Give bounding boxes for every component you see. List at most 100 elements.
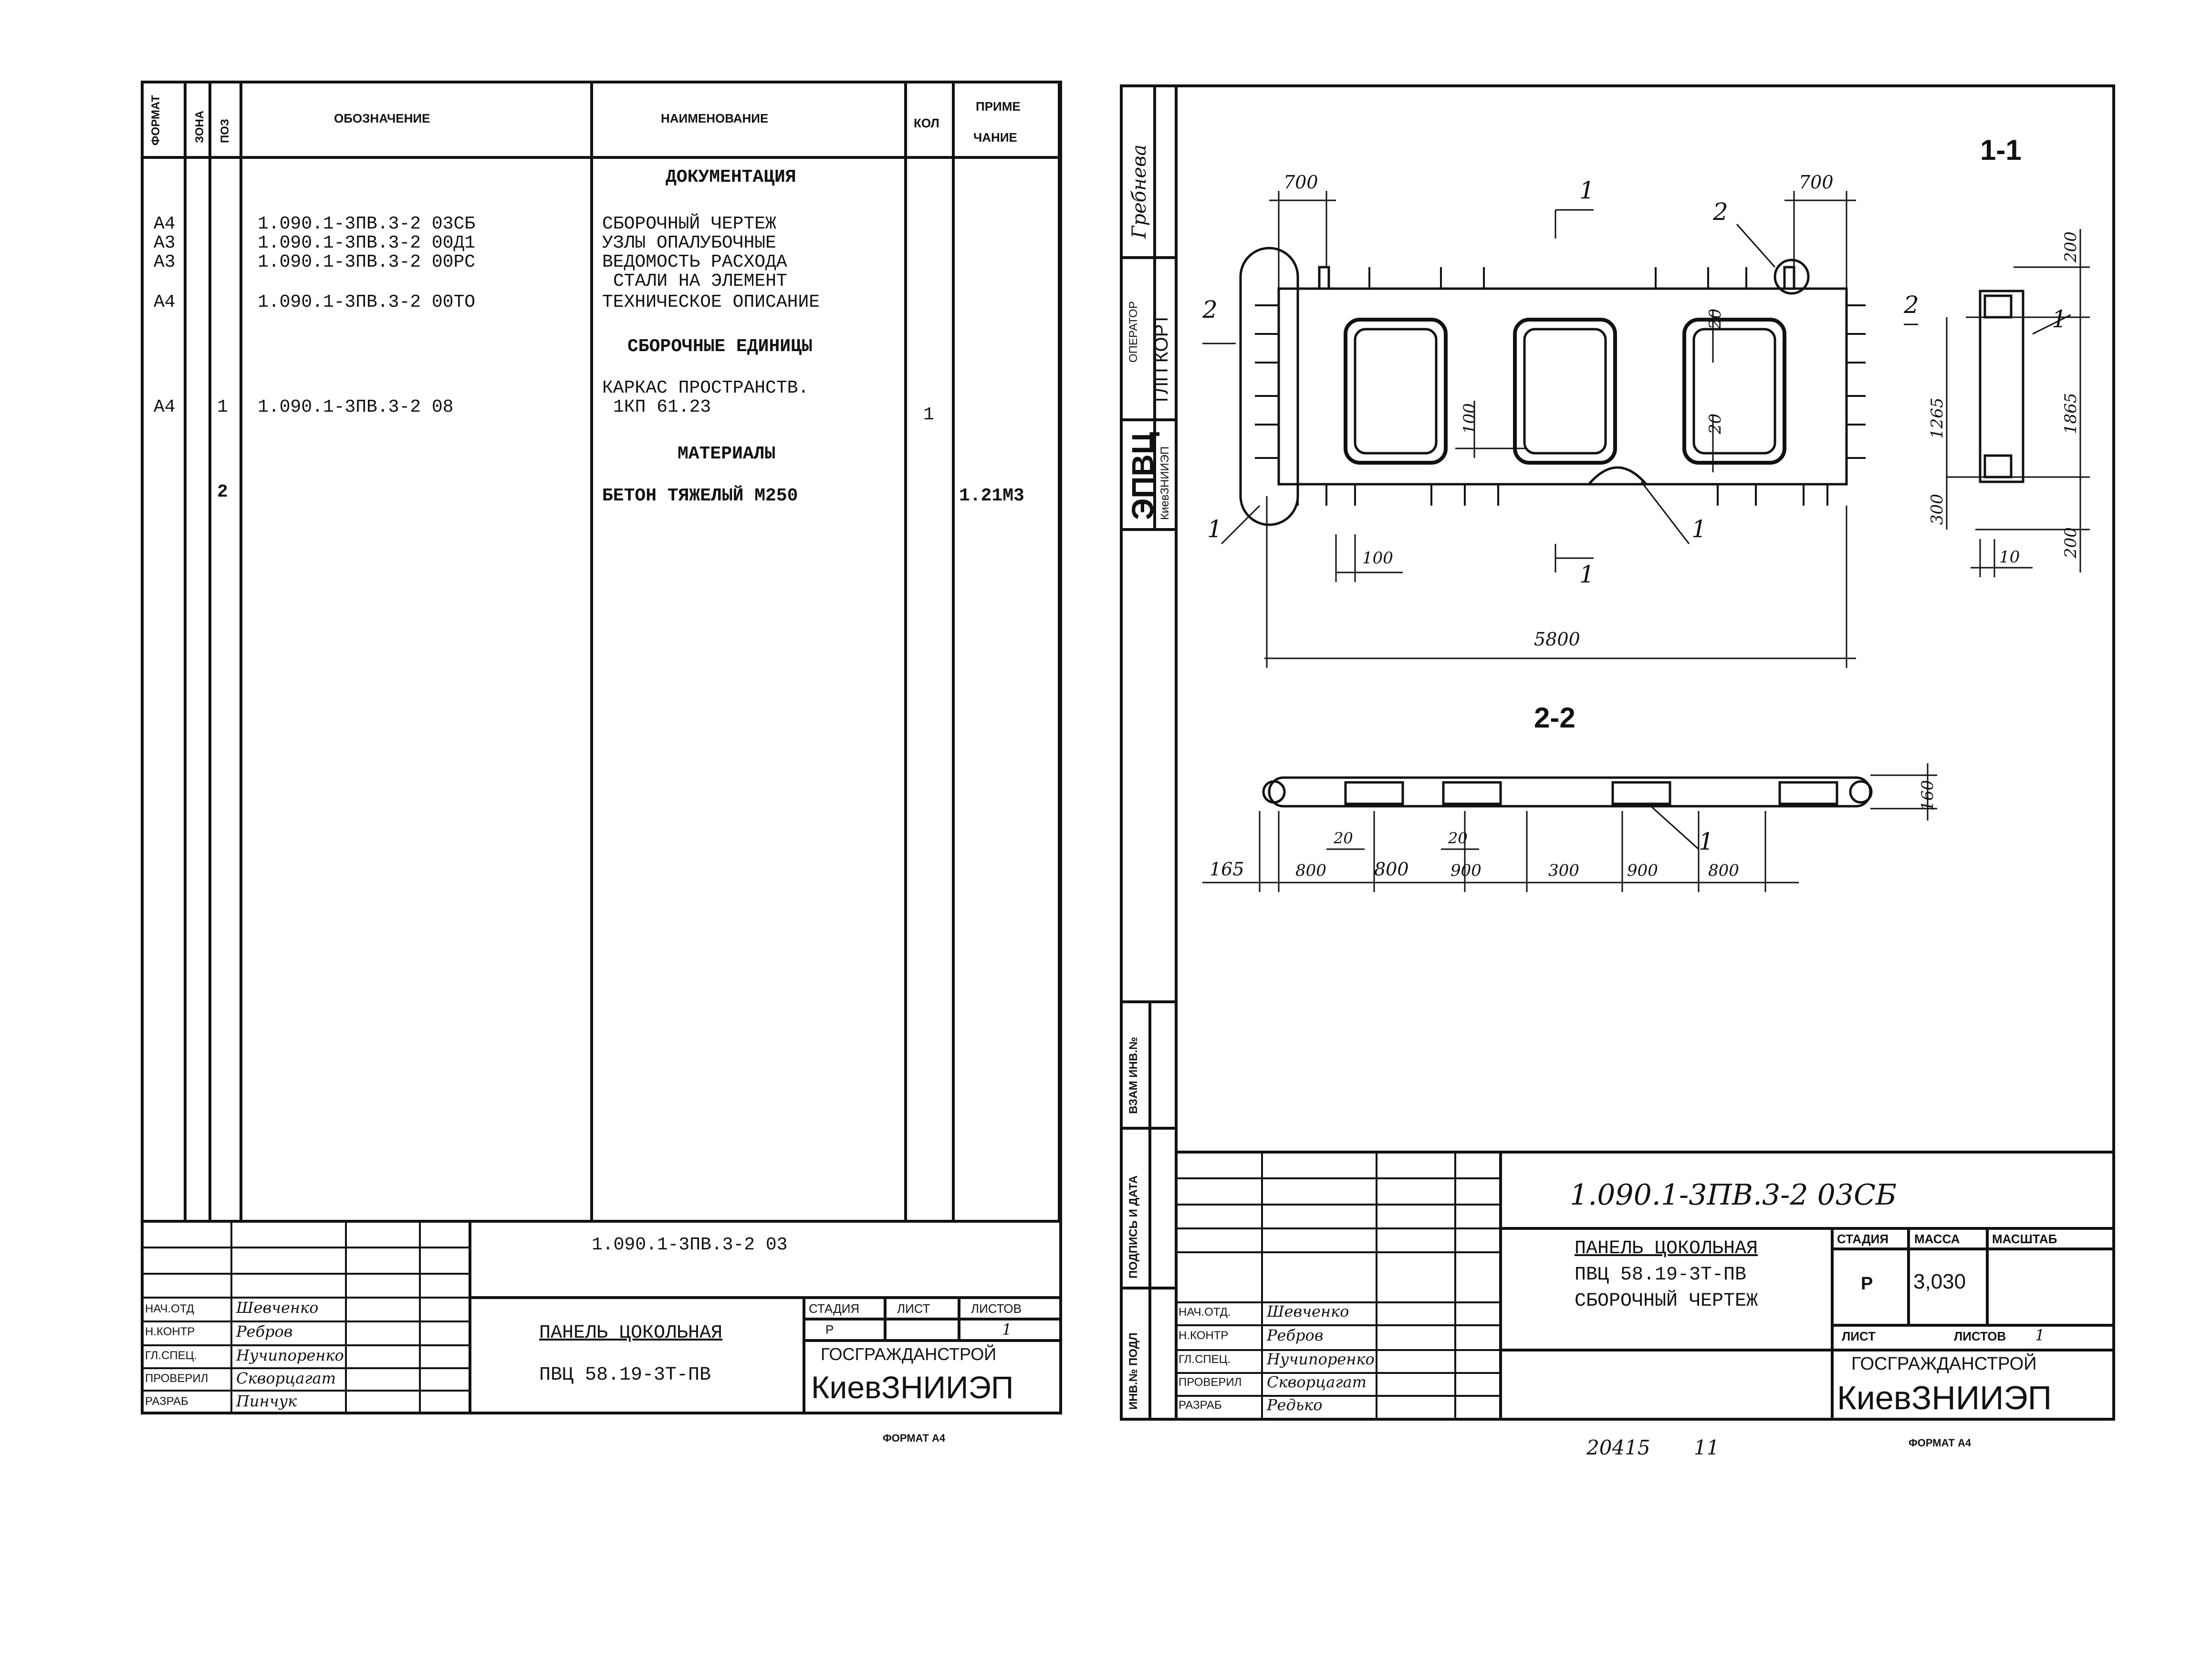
row-designation: 1.090.1-3ПВ.3-2 00ТО [258,292,476,312]
section-materials: МАТЕРИАЛЫ [678,444,776,464]
dim-20-b: 20 [1706,413,1725,434]
spec-role: РАЗРАБ [145,1395,188,1408]
section-assembly-units: СБОРОЧНЫЕ ЕДИНИЦЫ [627,336,813,357]
dim-300: 300 [1928,494,1947,525]
row-qty: 1 [923,405,934,425]
stamp-dept: ЭПВЦ [1126,432,1160,520]
drawing-role: ГЛ.СПЕЦ. [1179,1353,1231,1366]
drawing-mass: 3,030 [1913,1270,1966,1293]
row-designation: 1.090.1-3ПВ.3-2 03СБ [258,214,476,234]
drawing-code: 1.090.1-3ПВ.3-2 03СБ [1570,1178,1897,1212]
stamp-operator-label: ОПЕРАТОР [1127,301,1140,363]
spec-person: Ребров [236,1322,293,1341]
row-format: A4 [154,292,176,312]
header-zone: ЗОНА [193,110,206,143]
header-note-1: ПРИМЕ [976,99,1021,114]
drawing-stage: Р [1861,1274,1873,1294]
section-documentation: ДОКУМЕНТАЦИЯ [666,167,796,187]
spec-person: Пинчук [236,1392,297,1410]
row-name: 1КП 61.23 [613,397,711,417]
drawing-person: Ребров [1267,1326,1324,1344]
cut-marker-2-left: 2 [1202,296,1218,323]
spec-title-1: ПАНЕЛЬ ЦОКОЛЬНАЯ [539,1322,723,1344]
drawing-person: Редько [1267,1396,1323,1414]
dim-20-section-b: 20 [1448,829,1468,847]
row-name: БЕТОН ТЯЖЕЛЫЙ М250 [602,486,798,506]
dim-900-a: 900 [1450,861,1482,880]
spec-person: Нучипоренко [236,1346,344,1364]
row-designation: 1.090.1-3ПВ.3-2 00РС [258,252,476,272]
drawing-title-1: ПАНЕЛЬ ЦОКОЛЬНАЯ [1575,1238,1758,1259]
drawing-footer-sheet: 11 [1694,1436,1720,1459]
spec-sheet-frame [141,81,1062,1414]
stamp-operator: ТЛП КОРТ [1151,313,1172,405]
row-format: A3 [154,252,176,272]
side-label-podpis: ПОДПИСЬ И ДАТА [1127,1175,1140,1279]
drawing-person: Нучипоренко [1267,1350,1375,1368]
drawing-person: Шевченко [1267,1302,1349,1320]
drawing-role: ПРОВЕРИЛ [1179,1376,1242,1389]
dim-200-bottom: 200 [2061,527,2080,558]
row-name: КАРКАС ПРОСТРАНСТВ. [602,378,809,398]
drawing-stage-label: СТАДИЯ [1837,1232,1889,1246]
spec-sheet-label: ЛИСТ [897,1301,930,1316]
cut-marker-1-bottom: 1 [1579,561,1595,588]
side-label-vzam: ВЗАМ ИНВ.№ [1127,1037,1140,1114]
row-name: СБОРОЧНЫЙ ЧЕРТЕЖ [602,214,776,234]
spec-sheets: 1 [1002,1320,1012,1339]
drawing-sheet-frame [1120,84,2115,1421]
dim-800-c: 800 [1708,861,1739,880]
spec-person: Шевченко [236,1299,319,1317]
drawing-sheets: 1 [2035,1326,2045,1344]
cut-marker-1-top: 1 [1579,177,1595,204]
drawing-role: Н.КОНТР [1179,1329,1229,1342]
spec-role: ГЛ.СПЕЦ. [145,1349,198,1362]
callout-1: 1 [1699,828,1714,855]
dim-200-top: 200 [2061,231,2080,262]
dim-800-b: 800 [1374,859,1409,880]
dim-800-a: 800 [1295,861,1326,880]
dim-100-horizontal: 100 [1362,549,1393,568]
row-pos: 1 [217,397,228,417]
spec-role: Н.КОНТР [145,1325,195,1338]
header-note-2: ЧАНИЕ [973,130,1017,145]
spec-code: 1.090.1-3ПВ.3-2 03 [592,1235,788,1255]
cut-marker-2-right: 2 [1904,291,1919,319]
dim-700-right: 700 [1799,172,1834,193]
drawing-footer-number: 20415 [1586,1436,1650,1459]
callout-1: 1 [1207,515,1222,543]
callout-2: 2 [1713,198,1728,226]
drawing-org: ГОСГРАЖДАНСТРОЙ [1851,1354,2037,1374]
dim-160: 160 [1918,780,1937,811]
spec-sheets-label: ЛИСТОВ [971,1301,1022,1316]
dim-10: 10 [1999,548,2020,567]
row-format: A4 [154,214,176,234]
dim-1865: 1865 [2061,393,2080,434]
spec-role: ПРОВЕРИЛ [145,1372,209,1385]
drawing-mass-label: МАССА [1914,1232,1960,1246]
stamp-dept-sub: КиевЗНИИЭП [1158,446,1171,520]
row-pos: 2 [217,482,228,502]
dim-5800: 5800 [1534,629,1580,650]
spec-person: Скворцагат [236,1369,336,1387]
drawing-scale-label: МАСШТАБ [1992,1232,2057,1246]
row-name: ВЕДОМОСТЬ РАСХОДА [602,252,787,272]
stamp-author: Гребнева [1128,144,1150,239]
drawing-org-name: КиевЗНИИЭП [1837,1379,2052,1416]
row-designation: 1.090.1-3ПВ.3-2 08 [258,397,454,417]
spec-format: ФОРМАТ А4 [883,1432,946,1444]
row-designation: 1.090.1-3ПВ.3-2 00Д1 [258,233,476,253]
drawing-person: Скворцагат [1267,1373,1367,1391]
dim-165: 165 [1210,859,1244,880]
header-name: НАИМЕНОВАНИЕ [661,111,769,125]
drawing-format: ФОРМАТ А4 [1909,1437,1972,1449]
dim-100-vertical: 100 [1460,403,1479,434]
spec-org: ГОСГРАЖДАНСТРОЙ [821,1344,997,1364]
dim-900-b: 900 [1627,861,1658,880]
drawing-role: НАЧ.ОТД. [1179,1306,1231,1319]
drawing-title-2: ПВЦ 58.19-3Т-ПВ [1575,1264,1747,1286]
drawing-role: РАЗРАБ [1179,1399,1222,1412]
dim-20-section-a: 20 [1334,829,1353,847]
row-note: 1.21М3 [959,486,1024,506]
